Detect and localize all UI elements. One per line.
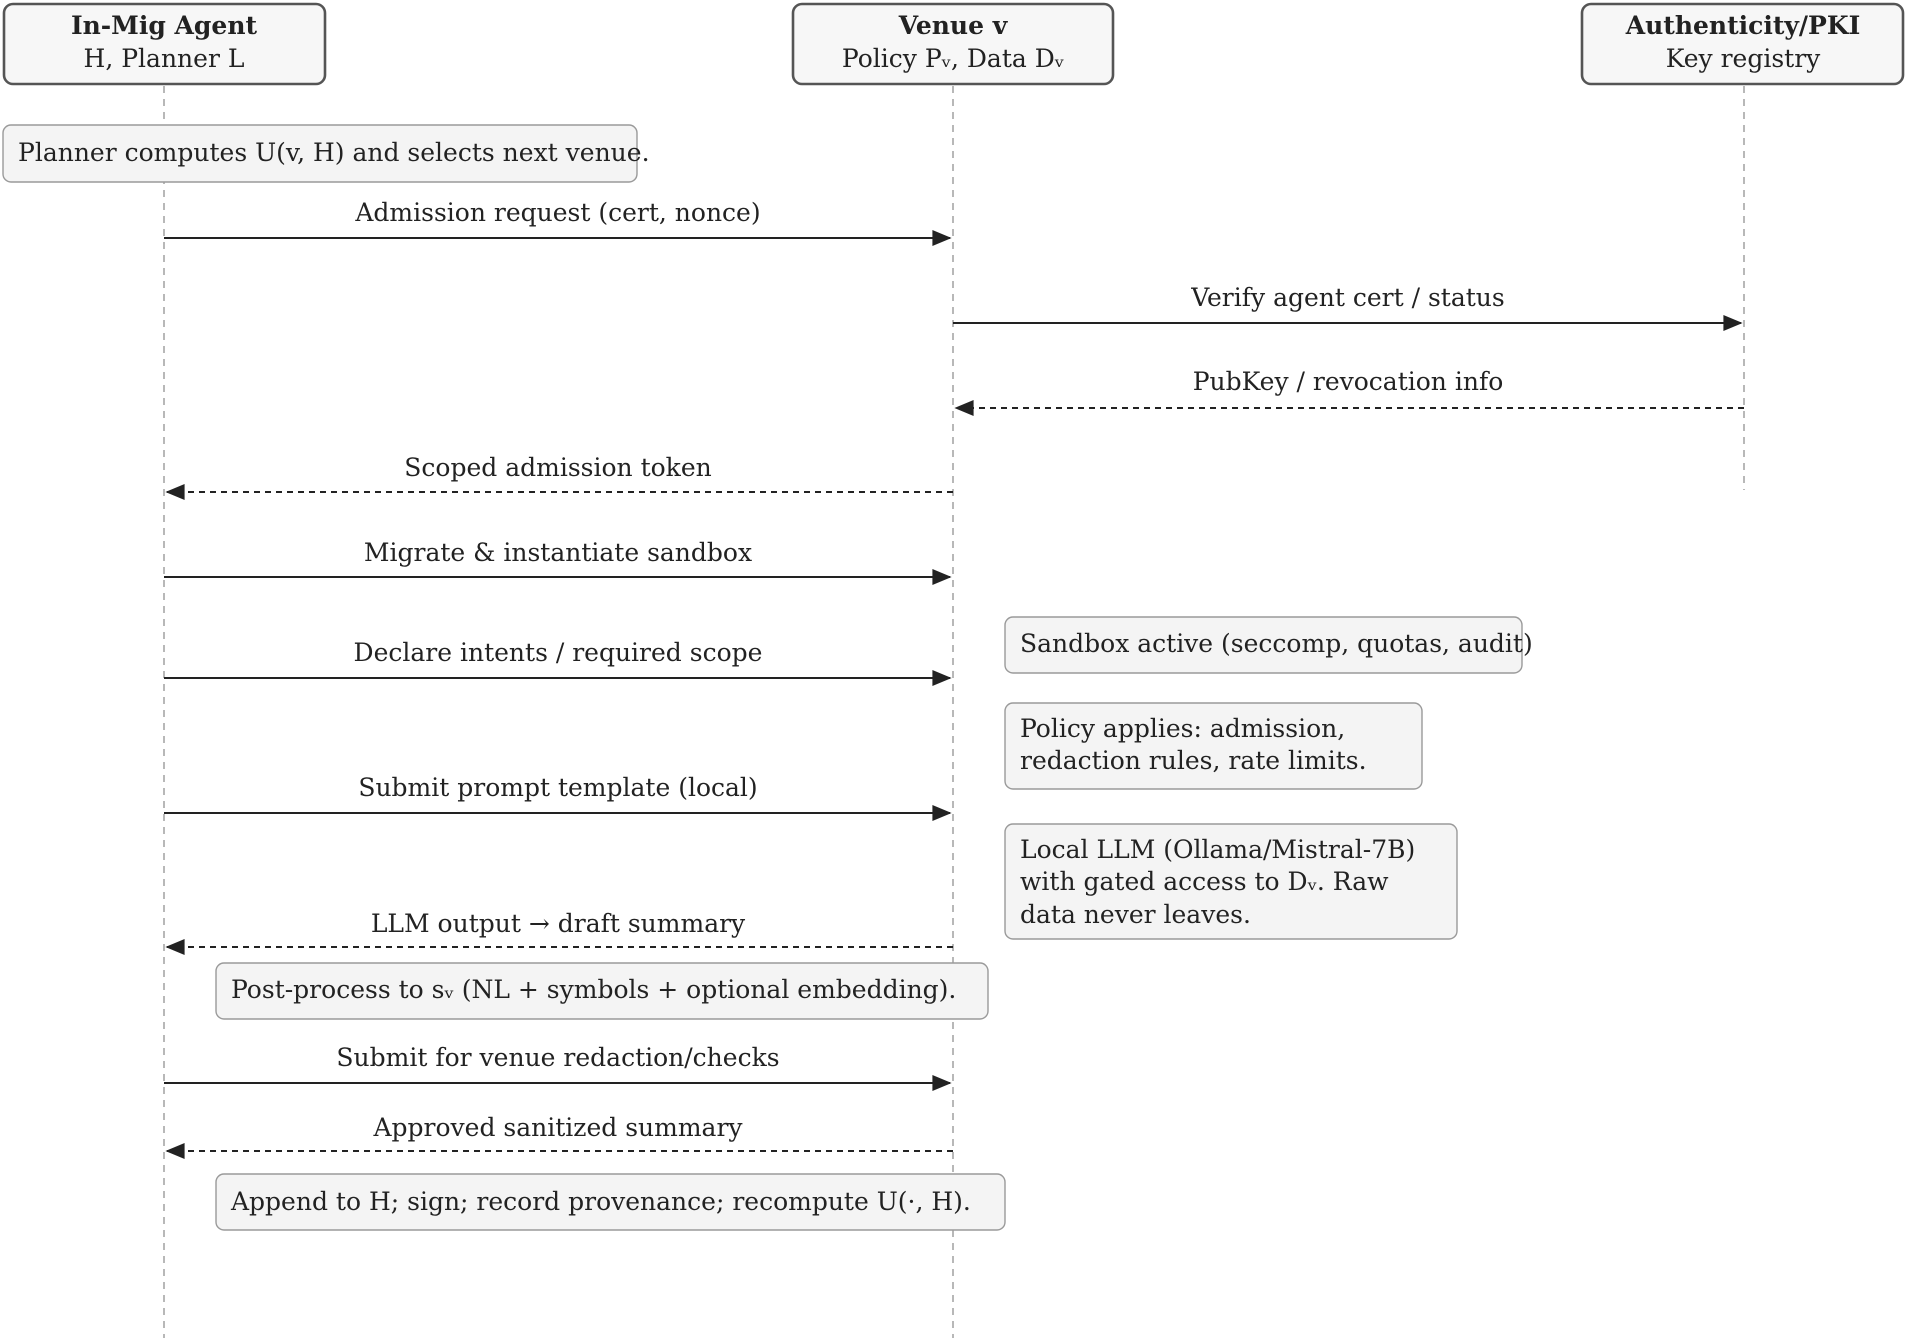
message-verify-cert-label: Verify agent cert / status bbox=[1190, 283, 1505, 312]
message-submit-prompt: Submit prompt template (local) bbox=[164, 773, 952, 821]
note-policy: Policy applies: admission, redaction rul… bbox=[1004, 702, 1423, 790]
message-scoped-token: Scoped admission token bbox=[165, 453, 953, 500]
note-postprocess-line-1: Post-process to sᵥ (NL + symbols + optio… bbox=[231, 975, 956, 1004]
participant-pki-title: Authenticity/PKI bbox=[1625, 11, 1861, 40]
message-submit-redaction-label: Submit for venue redaction/checks bbox=[336, 1043, 779, 1072]
note-planner-line-1: Planner computes U(v, H) and selects nex… bbox=[18, 138, 650, 167]
message-declare-intents-label: Declare intents / required scope bbox=[354, 638, 763, 667]
note-append: Append to H; sign; record provenance; re… bbox=[215, 1173, 1006, 1231]
message-declare-intents: Declare intents / required scope bbox=[164, 638, 952, 686]
participant-agent: In-Mig Agent H, Planner L bbox=[2, 2, 327, 86]
participant-venue-title: Venue v bbox=[898, 11, 1009, 40]
note-llm-line-1: Local LLM (Ollama/Mistral-7B) bbox=[1020, 835, 1415, 864]
note-llm-line-2: with gated access to Dᵥ. Raw bbox=[1020, 867, 1389, 896]
note-llm-line-3: data never leaves. bbox=[1020, 900, 1251, 929]
note-llm: Local LLM (Ollama/Mistral-7B) with gated… bbox=[1004, 823, 1458, 940]
participant-pki-subtitle: Key registry bbox=[1666, 44, 1821, 73]
note-postprocess: Post-process to sᵥ (NL + symbols + optio… bbox=[215, 962, 989, 1020]
note-sandbox: Sandbox active (seccomp, quotas, audit) bbox=[1004, 616, 1533, 674]
participant-venue-subtitle: Policy Pᵥ, Data Dᵥ bbox=[842, 44, 1064, 73]
message-submit-prompt-label: Submit prompt template (local) bbox=[358, 773, 757, 802]
message-verify-cert: Verify agent cert / status bbox=[953, 283, 1743, 331]
message-approved-summary: Approved sanitized summary bbox=[165, 1113, 953, 1159]
message-llm-output: LLM output → draft summary bbox=[165, 909, 953, 955]
message-admission-request: Admission request (cert, nonce) bbox=[164, 198, 952, 246]
note-policy-line-1: Policy applies: admission, bbox=[1020, 714, 1345, 743]
participant-agent-title: In-Mig Agent bbox=[71, 11, 258, 40]
note-planner: Planner computes U(v, H) and selects nex… bbox=[2, 124, 650, 183]
message-submit-redaction: Submit for venue redaction/checks bbox=[164, 1043, 952, 1091]
participant-venue: Venue v Policy Pᵥ, Data Dᵥ bbox=[791, 2, 1115, 86]
note-append-line-1: Append to H; sign; record provenance; re… bbox=[230, 1187, 971, 1216]
message-pubkey-revocation-label: PubKey / revocation info bbox=[1193, 367, 1504, 396]
participant-agent-subtitle: H, Planner L bbox=[84, 44, 245, 73]
message-migrate-sandbox-label: Migrate & instantiate sandbox bbox=[364, 538, 752, 567]
note-sandbox-line-1: Sandbox active (seccomp, quotas, audit) bbox=[1020, 629, 1533, 658]
note-policy-line-2: redaction rules, rate limits. bbox=[1020, 746, 1367, 775]
message-migrate-sandbox: Migrate & instantiate sandbox bbox=[164, 538, 952, 585]
message-pubkey-revocation: PubKey / revocation info bbox=[954, 367, 1744, 416]
message-approved-summary-label: Approved sanitized summary bbox=[372, 1113, 743, 1142]
message-scoped-token-label: Scoped admission token bbox=[404, 453, 711, 482]
message-llm-output-label: LLM output → draft summary bbox=[371, 909, 746, 938]
participant-pki: Authenticity/PKI Key registry bbox=[1580, 2, 1905, 86]
message-admission-request-label: Admission request (cert, nonce) bbox=[354, 198, 760, 227]
